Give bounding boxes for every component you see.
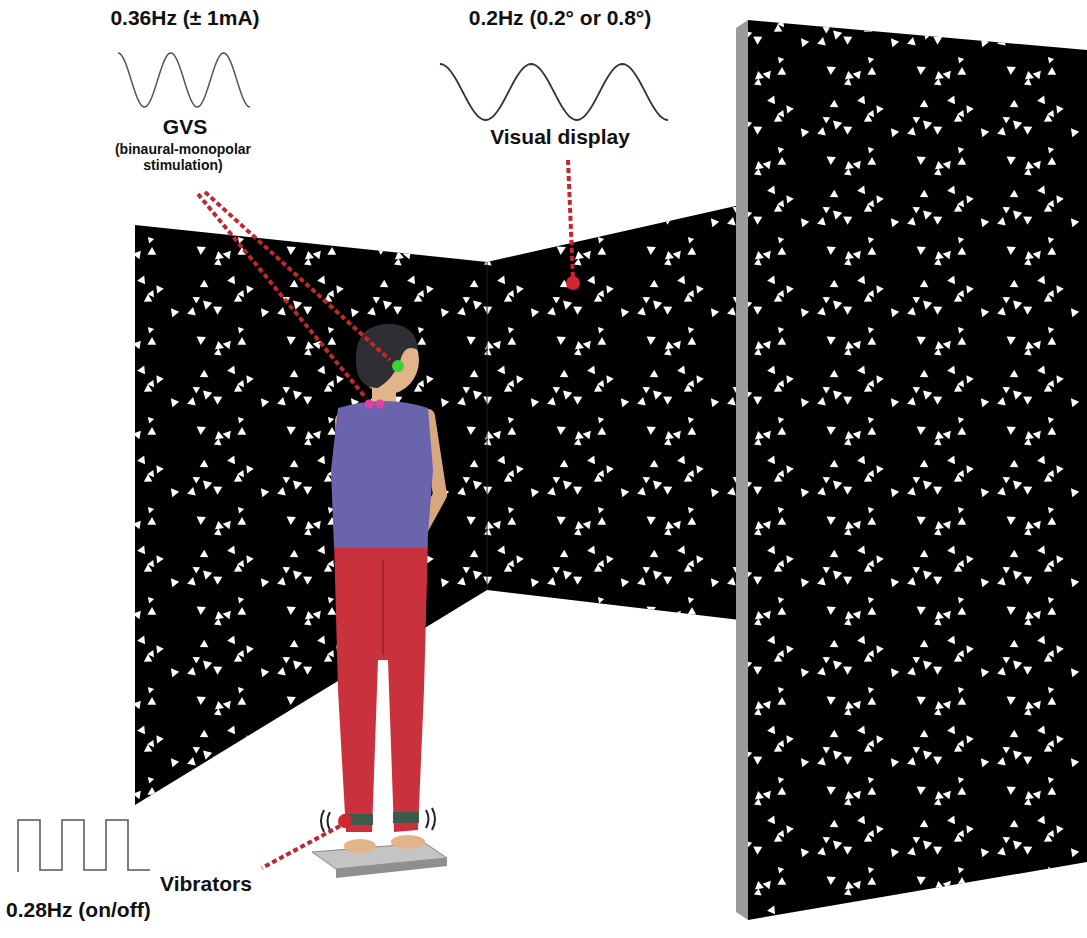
panel-corner	[487, 262, 488, 590]
stimulus-note: (binaural-monopolar stimulation)	[100, 141, 266, 173]
leader-line	[262, 826, 340, 868]
force-platform-side	[336, 858, 447, 878]
gvs-electrode-ear	[392, 360, 404, 372]
shirt	[331, 401, 433, 548]
center-panel-dots	[487, 205, 740, 620]
leader-line	[198, 194, 366, 398]
waveforms	[18, 53, 668, 872]
gvs-electrode-neck	[365, 400, 374, 409]
left-foot	[344, 839, 376, 853]
trouser-seam	[382, 560, 384, 655]
visual-sine-wave	[440, 64, 668, 120]
visual-display-panels	[135, 20, 1087, 920]
vibrator-square-wave	[18, 820, 150, 872]
participant-figure	[312, 324, 447, 878]
trousers	[334, 540, 428, 832]
vibration-marks-right	[426, 808, 435, 830]
leader-line	[568, 160, 573, 278]
left-panel-dots	[135, 225, 487, 805]
display-marker-dot	[566, 276, 580, 290]
right-ankle-band	[393, 812, 419, 823]
frequency-label: 0.2Hz (0.2° or 0.8°)	[430, 6, 690, 30]
right-foot	[391, 835, 425, 849]
gvs-electrode-neck	[376, 400, 385, 409]
gvs-sine-wave	[118, 53, 250, 107]
frequency-label: 0.36Hz (± 1mA)	[80, 6, 290, 30]
vibration-marks-left	[321, 810, 330, 832]
stimulus-name: GVS	[120, 115, 250, 139]
stimulus-name: Visual display	[470, 125, 650, 149]
front-panel-edge	[736, 20, 748, 920]
frequency-label: 0.28Hz (on/off)	[6, 898, 226, 922]
leader-lines	[198, 160, 573, 868]
front-panel	[748, 20, 1087, 920]
leader-line	[205, 192, 390, 360]
center-panel	[487, 205, 740, 620]
stimulus-name: Vibrators	[160, 872, 320, 896]
left-panel	[135, 225, 487, 805]
vibrator-dot	[338, 814, 352, 828]
front-panel-dots	[748, 20, 1087, 920]
